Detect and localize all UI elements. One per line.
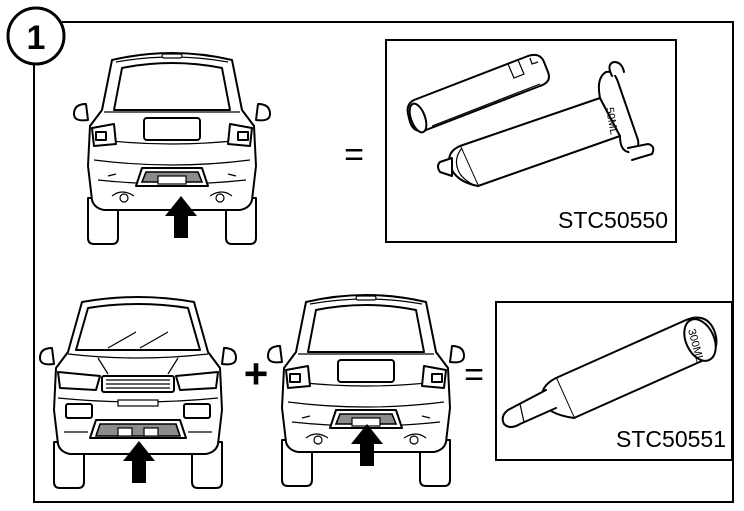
step-number: 1: [27, 19, 46, 57]
syringe-applicator-kit-icon: 50ML: [406, 53, 655, 187]
tool-code-stc50551: STC50551: [616, 426, 726, 452]
sealant-cartridge-icon: 300ML: [501, 316, 718, 428]
tool-panel-stc50550: 50ML STC50550: [385, 39, 677, 243]
step-badge: [6, 6, 66, 66]
equals-sign-top: =: [344, 136, 364, 174]
tool-panel-stc50551: 300ML STC50551: [495, 301, 733, 461]
plus-sign: +: [244, 350, 269, 397]
tool-code-stc50550: STC50550: [558, 207, 668, 233]
tool-marking-50ml: 50ML: [603, 106, 620, 135]
equals-sign-bottom: =: [464, 356, 484, 394]
step-frame: [33, 21, 734, 503]
